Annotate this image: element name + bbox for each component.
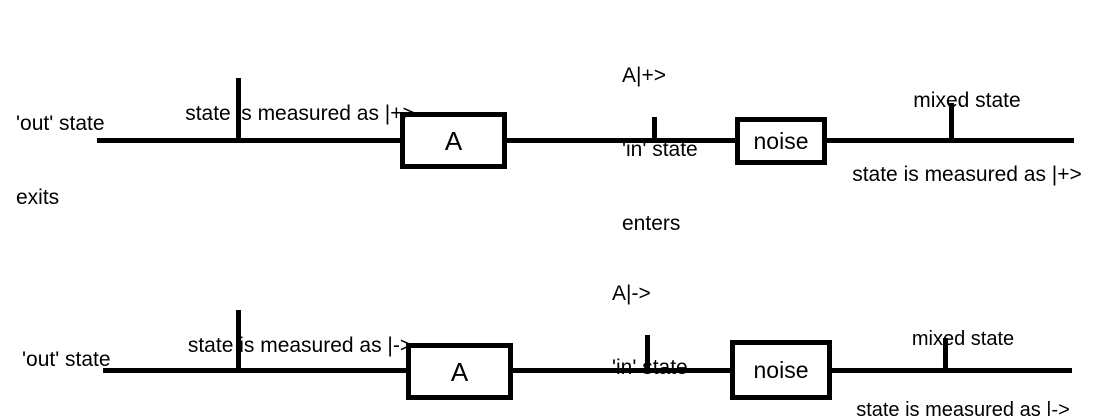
- wire-segment-left: [103, 368, 409, 373]
- wire-segment-right: [825, 138, 1074, 143]
- label-out-state-line-2: exits: [16, 185, 60, 209]
- gate-box-a[interactable]: A: [406, 343, 513, 400]
- gate-box-a-label: A: [444, 125, 463, 156]
- tick-measured-as-minus: [236, 310, 241, 372]
- label-in-state-line-1: A|->: [612, 281, 651, 305]
- tick-in-state-enters: [652, 117, 657, 140]
- timeline-row-minus: A noise 'out' state exits state is measu…: [0, 208, 1117, 416]
- label-in-state-line-1: A|+>: [622, 63, 666, 87]
- tick-mixed-state-measured: [943, 338, 948, 372]
- label-mixed-line-2: state is measured as |+>: [852, 162, 1082, 186]
- gate-box-a-label: A: [450, 356, 469, 387]
- label-in-state-enters: A|+> 'in' state enters: [622, 14, 698, 286]
- label-mixed-line-1: mixed state: [913, 88, 1021, 112]
- gate-box-noise-label: noise: [753, 356, 809, 383]
- label-out-state-exits: 'out' state exits: [16, 62, 105, 260]
- label-state-measured-text: state is measured as |->: [187, 333, 413, 357]
- tick-in-state-enters: [645, 335, 650, 372]
- label-in-state-line-2: 'in' state: [612, 355, 688, 379]
- wire-segment-middle: [509, 368, 733, 373]
- gate-box-noise-label: noise: [753, 127, 809, 154]
- gate-box-noise[interactable]: noise: [735, 117, 827, 165]
- gate-box-a[interactable]: A: [400, 112, 507, 169]
- label-out-state-exits: 'out' state exits: [22, 298, 111, 416]
- gate-box-noise[interactable]: noise: [730, 340, 832, 400]
- tick-mixed-state-measured: [949, 103, 954, 140]
- wire-segment-left: [97, 138, 403, 143]
- timeline-row-plus: A noise 'out' state exits state is measu…: [16, 52, 1082, 236]
- label-mixed-line-1: mixed state: [911, 328, 1015, 351]
- label-mixed-state-measured-minus: mixed state state is measured as |->: [818, 281, 1108, 416]
- label-out-state-line-1: 'out' state: [16, 111, 105, 135]
- label-state-measured-as-plus: state is measured as |+>: [160, 52, 440, 176]
- wire-segment-right: [829, 368, 1072, 373]
- label-state-measured-as-minus: state is measured as |->: [160, 284, 440, 408]
- label-out-state-line-1: 'out' state: [22, 347, 111, 371]
- wire-segment-middle: [503, 138, 738, 143]
- label-in-state-line-2: 'in' state: [622, 137, 698, 161]
- label-mixed-line-2: state is measured as |->: [856, 398, 1070, 416]
- tick-measured-as-plus: [236, 78, 241, 140]
- label-state-measured-text: state is measured as |+>: [185, 101, 415, 125]
- label-in-state-line-3: enters: [622, 212, 681, 236]
- label-in-state-enters: A|-> 'in' state enters: [612, 232, 688, 416]
- label-mixed-state-measured-plus: mixed state state is measured as |+>: [820, 39, 1114, 237]
